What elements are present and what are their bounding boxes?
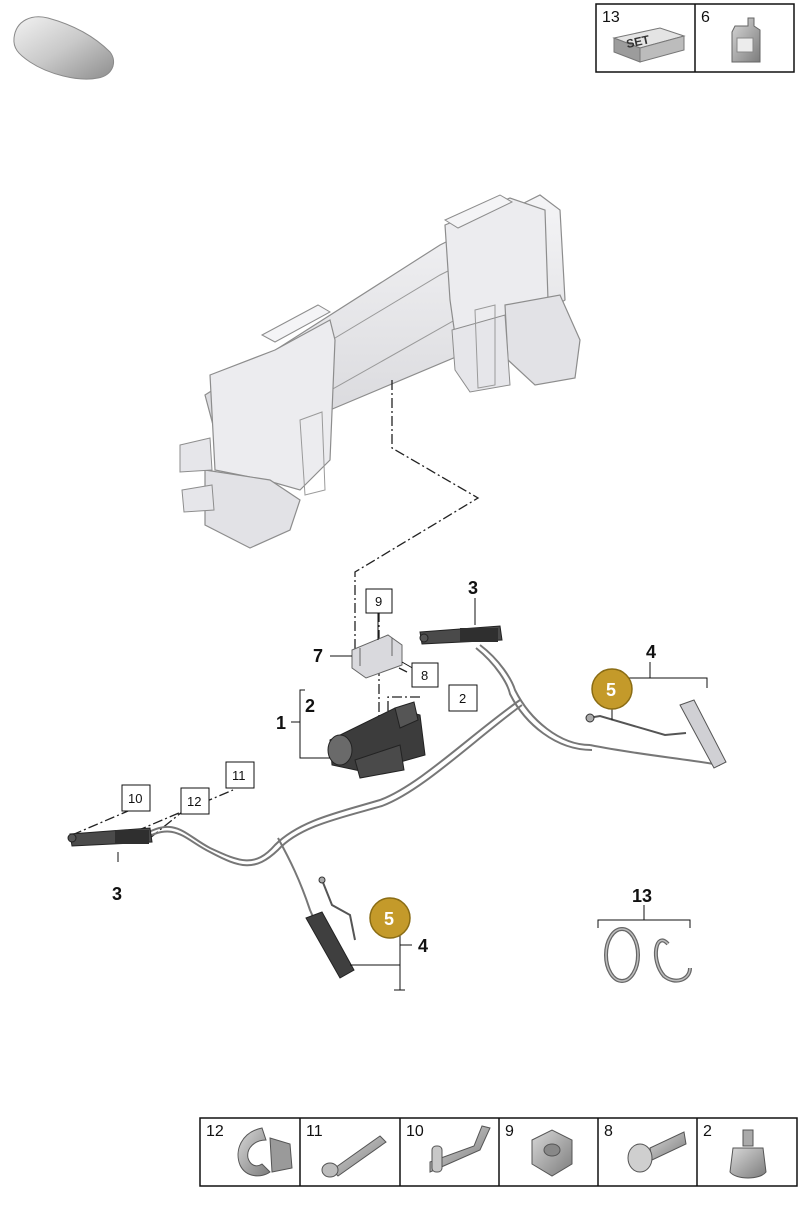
bracket-part bbox=[351, 634, 403, 679]
callout-numbers: 3 7 2 1 4 3 4 13 bbox=[112, 578, 656, 956]
callout-7: 7 bbox=[313, 646, 323, 666]
lock-assembly-bottom bbox=[305, 876, 356, 979]
bottom-legend: 12 11 10 9 8 2 bbox=[199, 1117, 798, 1187]
bottom-legend-number-screw: 11 bbox=[306, 1123, 323, 1140]
bolt-icon bbox=[627, 1131, 687, 1173]
part-badges: 5 5 bbox=[369, 668, 633, 939]
bottom-legend-number-bracket-pin: 10 bbox=[406, 1123, 424, 1140]
cylinder-top bbox=[419, 625, 503, 645]
callout-1: 1 bbox=[276, 713, 286, 733]
box-label-11: 11 bbox=[232, 768, 246, 783]
legend-number-oil: 6 bbox=[701, 9, 710, 26]
hydraulic-lines bbox=[141, 644, 721, 961]
cylinder-bottom bbox=[67, 827, 153, 847]
bracket-pin-icon bbox=[429, 1125, 491, 1173]
box-label-2: 2 bbox=[459, 691, 466, 706]
badge-5-top bbox=[591, 668, 633, 710]
lock-assembly-right bbox=[585, 699, 727, 769]
leader-lines bbox=[117, 598, 708, 991]
hydraulic-pump bbox=[327, 701, 426, 779]
badge-5-top-label: 5 bbox=[606, 680, 616, 700]
callout-4-right: 4 bbox=[646, 642, 656, 662]
clip-icon bbox=[237, 1127, 293, 1177]
callout-2: 2 bbox=[305, 696, 315, 716]
set-block-icon: SET bbox=[612, 27, 686, 63]
hex-nut-icon bbox=[531, 1129, 573, 1177]
callout-13: 13 bbox=[632, 886, 652, 906]
callout-4-bottom: 4 bbox=[418, 936, 428, 956]
rubber-buffer-icon bbox=[729, 1129, 767, 1179]
legend-number-set: 13 bbox=[602, 9, 620, 26]
bottom-legend-number-nut: 9 bbox=[505, 1123, 514, 1140]
frame-cross-member bbox=[179, 194, 581, 549]
box-label-9: 9 bbox=[375, 594, 382, 609]
bottom-legend-number-clip: 12 bbox=[206, 1123, 224, 1140]
set-badge-text: SET bbox=[625, 32, 651, 51]
callout-3-bottom: 3 bbox=[112, 884, 122, 904]
box-label-12: 12 bbox=[187, 794, 201, 809]
oil-bottle-icon bbox=[731, 17, 761, 63]
box-label-8: 8 bbox=[421, 668, 428, 683]
boxed-labels: 9 8 2 10 11 12 bbox=[121, 588, 478, 815]
badge-5-bottom bbox=[369, 897, 411, 939]
car-body-icon bbox=[13, 16, 114, 80]
bottom-legend-number-buffer: 2 bbox=[703, 1123, 712, 1140]
top-legend: 13 SET 6 bbox=[595, 3, 795, 73]
screw-icon bbox=[321, 1135, 387, 1178]
box-label-10: 10 bbox=[128, 791, 142, 806]
callout-3-top: 3 bbox=[468, 578, 478, 598]
badge-5-bottom-label: 5 bbox=[384, 909, 394, 929]
retaining-rings bbox=[604, 927, 692, 983]
bottom-legend-number-bolt: 8 bbox=[604, 1123, 613, 1140]
